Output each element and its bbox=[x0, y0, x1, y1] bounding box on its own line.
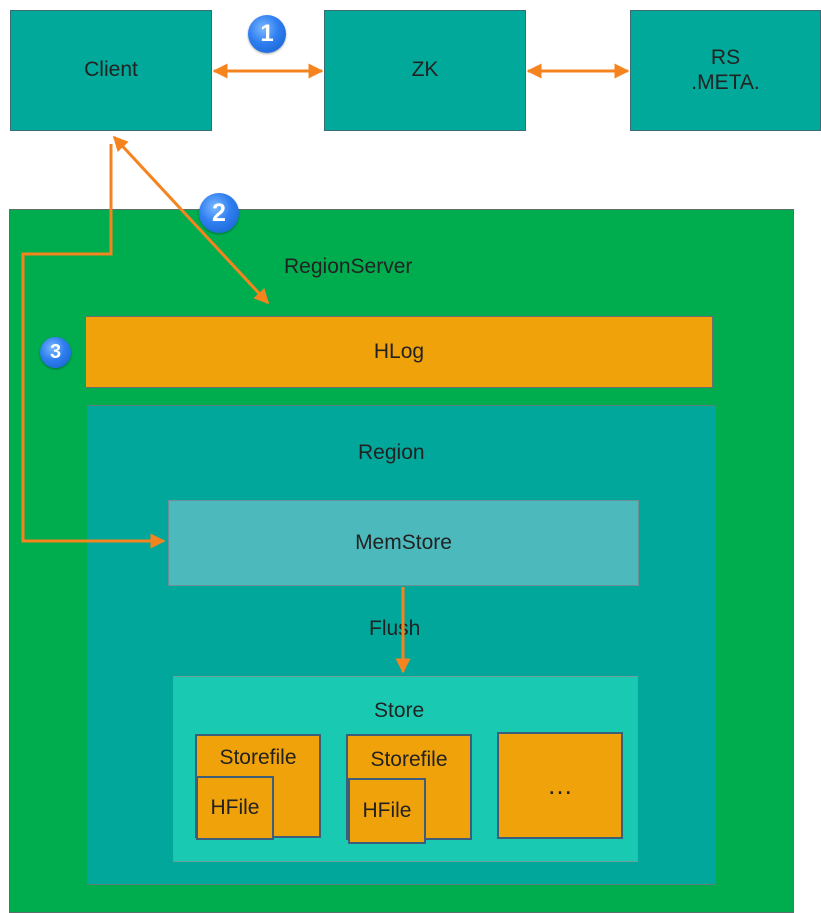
client-node: Client bbox=[10, 10, 212, 131]
client-label: Client bbox=[84, 58, 138, 82]
hfile-label-1: HFile bbox=[210, 795, 260, 819]
memstore-box: MemStore bbox=[168, 500, 639, 586]
rs-label: RS bbox=[710, 46, 741, 70]
storefile-label-1: Storefile bbox=[219, 746, 297, 769]
step-1-number: 1 bbox=[260, 20, 274, 47]
storefile-label-2: Storefile bbox=[370, 748, 448, 771]
step-badge-3: 3 bbox=[40, 337, 71, 368]
hfile-label-2: HFile bbox=[362, 798, 412, 822]
step-badge-1: 1 bbox=[248, 15, 286, 53]
more-storefiles-box: … bbox=[497, 732, 623, 839]
region-label: Region bbox=[358, 441, 425, 464]
regionserver-label: RegionServer bbox=[284, 255, 413, 278]
zk-node: ZK bbox=[324, 10, 526, 131]
hfile-box-2: HFile bbox=[348, 778, 426, 844]
step-badge-2: 2 bbox=[199, 193, 239, 233]
memstore-label: MemStore bbox=[355, 530, 452, 554]
hfile-box-1: HFile bbox=[196, 776, 274, 840]
step-3-number: 3 bbox=[49, 341, 62, 363]
hlog-label: HLog bbox=[373, 339, 425, 363]
meta-label: .META. bbox=[691, 70, 760, 94]
step-2-number: 2 bbox=[212, 198, 226, 227]
flush-label: Flush bbox=[369, 617, 421, 640]
store-label: Store bbox=[374, 699, 425, 722]
hlog-box: HLog bbox=[85, 316, 713, 388]
zk-label: ZK bbox=[411, 58, 439, 82]
ellipsis-label: … bbox=[547, 769, 573, 800]
rs-meta-node: RS .META. bbox=[630, 10, 821, 131]
